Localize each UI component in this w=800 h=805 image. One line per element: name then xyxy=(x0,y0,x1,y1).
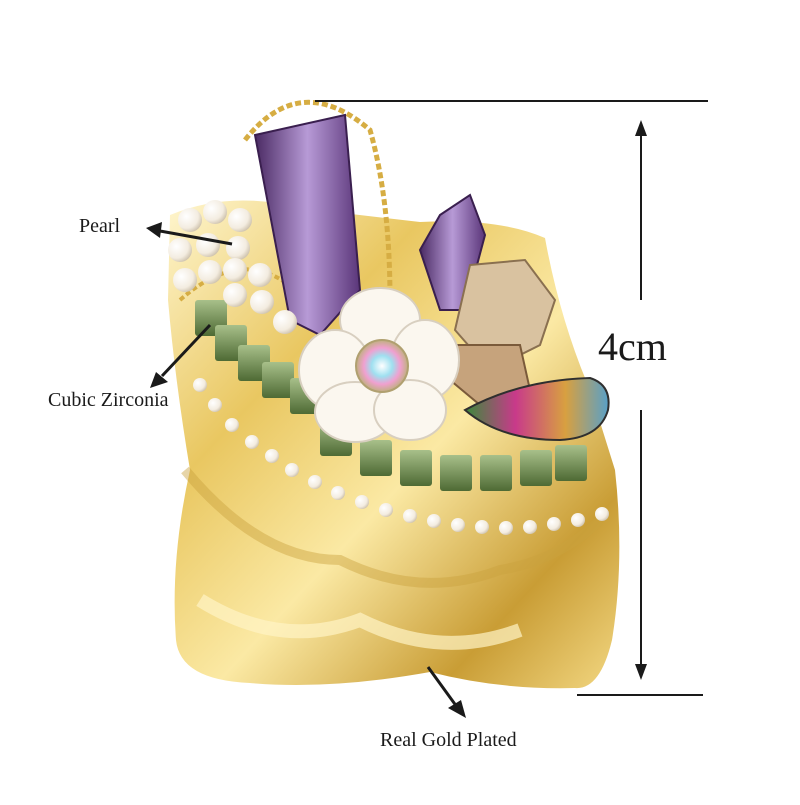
pearl-cluster xyxy=(168,200,297,334)
measure-lines xyxy=(315,100,708,696)
gold-chain xyxy=(243,99,393,301)
white-flower xyxy=(298,287,460,443)
pointer-arrows xyxy=(146,222,466,718)
pearl-border xyxy=(193,378,609,535)
champagne-crystals xyxy=(453,258,557,372)
gold-plated-label: Real Gold Plated xyxy=(380,729,517,751)
size-label: 4cm xyxy=(598,324,667,369)
green-crystals xyxy=(195,300,587,491)
rainbow-crystal xyxy=(463,376,610,442)
measure-arrowheads xyxy=(635,120,647,680)
cubic-zirconia-label: Cubic Zirconia xyxy=(48,389,169,411)
pearl-label: Pearl xyxy=(79,215,121,237)
